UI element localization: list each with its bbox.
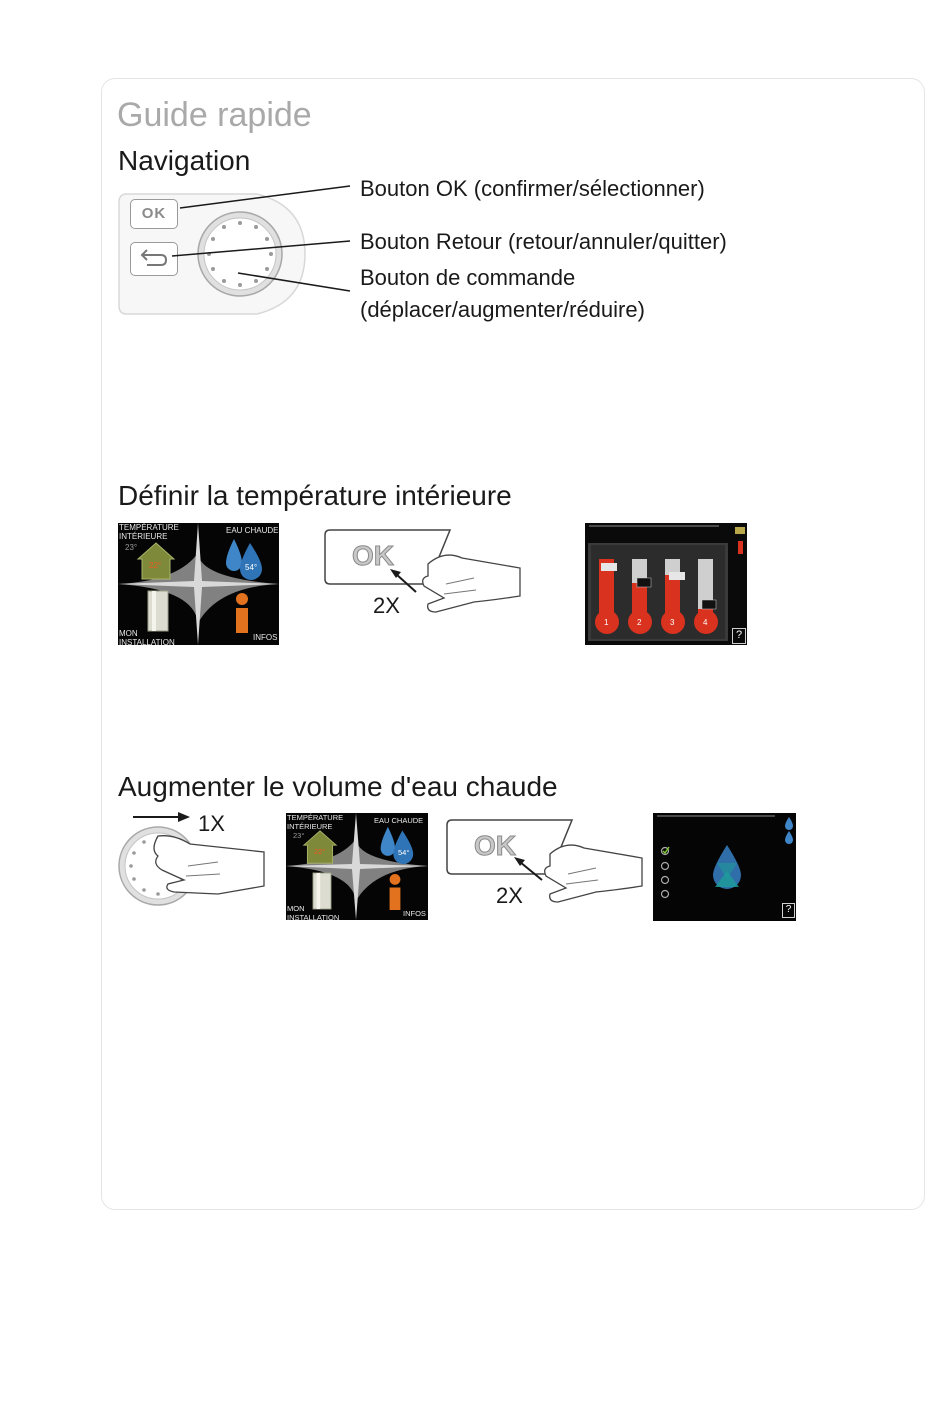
menu-hot-water-label: EAU CHAUDE (226, 526, 279, 535)
dial-turn-illustration (118, 808, 268, 908)
menu-installation-label-2: MON INSTALLATION (287, 904, 340, 920)
thermometer-screen: 1 2 3 4 ? (585, 523, 747, 645)
menu-info-label-2: INFOS (403, 909, 426, 918)
help-icon-2: ? (782, 903, 795, 918)
info-icon (236, 593, 248, 633)
hot-water-screen: ? (653, 813, 796, 921)
back-button[interactable] (130, 242, 178, 276)
main-menu-screen: TEMPÉRATURE INTÉRIEURE 23° 22° EAU CHAUD… (118, 523, 279, 645)
menu-indoor-temperature-value: 23° (125, 543, 138, 552)
ok-press-count-2: 2X (496, 883, 523, 908)
ok-press-count: 2X (373, 593, 400, 618)
installation-icon (147, 590, 169, 632)
back-button-label: Bouton Retour (retour/annuler/quitter) (360, 229, 727, 254)
hot-water-heading: Augmenter le volume d'eau chaude (118, 771, 558, 802)
menu-info-label: INFOS (253, 633, 278, 642)
main-menu-screen-2: TEMPÉRATURE INTÉRIEURE 23° 22° EAU CHAUD… (286, 813, 428, 920)
control-panel-illustration: OK (117, 186, 307, 322)
thermometer-3-label: 3 (670, 618, 675, 627)
ok-button[interactable]: OK (130, 199, 178, 229)
thermometer-bars (595, 559, 718, 634)
menu-indoor-temperature-value-2: 23° (293, 831, 305, 840)
navigation-heading: Navigation (118, 145, 251, 176)
thermometer-1-label: 1 (604, 618, 609, 627)
page-title: Guide rapide (117, 96, 312, 134)
content-card (101, 78, 925, 1210)
installation-icon-2 (312, 872, 332, 910)
ok-key-label: OK (352, 540, 395, 572)
menu-indoor-temperature-label: TEMPÉRATURE INTÉRIEURE (119, 523, 179, 541)
control-dial[interactable] (197, 211, 283, 297)
thermometer-2-label: 2 (637, 618, 642, 627)
info-icon-2 (389, 874, 401, 910)
menu-house-value-2: 22° (314, 847, 326, 856)
menu-installation-label: MON INSTALLATION (119, 629, 175, 645)
menu-hot-water-label-2: EAU CHAUDE (374, 816, 424, 825)
dial-turn-count: 1X (198, 811, 225, 836)
water-drop-icon (226, 539, 262, 580)
ok-key-label-2: OK (474, 830, 517, 862)
dial-label-line1: Bouton de commande (360, 265, 576, 290)
dial-label-line2: (déplacer/augmenter/réduire) (360, 297, 645, 322)
menu-indoor-temperature-label-2: TEMPÉRATURE INTÉRIEURE (287, 813, 344, 831)
house-icon-2 (302, 830, 338, 864)
menu-drop-value-2: 54° (398, 848, 410, 857)
menu-drop-value: 54° (245, 563, 258, 572)
ok-button-label: Bouton OK (confirmer/sélectionner) (360, 176, 705, 201)
house-icon (136, 542, 176, 580)
water-drop-icon-2 (380, 826, 414, 864)
menu-house-value: 22° (149, 561, 162, 570)
ok-press-illustration-2: OK (446, 818, 646, 908)
back-arrow-icon (140, 249, 168, 266)
help-icon: ? (732, 628, 746, 644)
hot-water-drop-icon (713, 845, 741, 889)
ok-press-illustration: OK (324, 528, 524, 618)
control-dial-icon (197, 211, 283, 297)
indoor-temperature-heading: Définir la température intérieure (118, 480, 512, 511)
thermometer-4-label: 4 (703, 618, 708, 627)
navigation-callout-lines (171, 185, 351, 292)
